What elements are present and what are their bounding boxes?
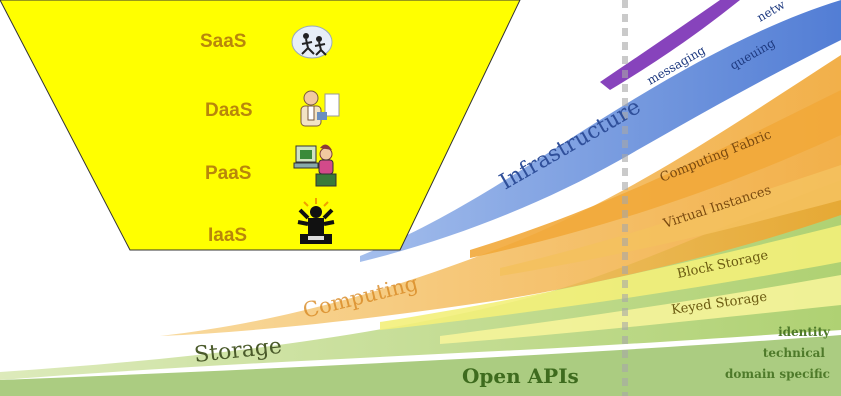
computing-band (160, 55, 841, 336)
iaas-label: IaaS (208, 225, 247, 246)
virtual-instances-band (500, 165, 841, 276)
apis-band (0, 335, 841, 396)
saas-label: SaaS (200, 31, 246, 52)
server-rack-icon (297, 198, 335, 244)
computing-fabric-band (470, 90, 841, 258)
technical-label: technical (763, 346, 826, 360)
people-running-icon (291, 25, 333, 59)
identity-label: identity (778, 325, 831, 339)
keyed-storage-band (440, 275, 841, 344)
service-trapezoid (0, 0, 521, 251)
computer-user-icon (293, 144, 337, 187)
storage-title: Storage (193, 334, 283, 368)
paas-label: PaaS (205, 163, 251, 184)
purple-band (600, 0, 740, 90)
block-storage-band (380, 225, 841, 330)
infrastructure-band (360, 0, 841, 262)
netw-label: netw (755, 0, 789, 25)
storage-band (0, 180, 841, 380)
daas-label: DaaS (205, 100, 253, 121)
domain-specific-label: domain specific (725, 367, 830, 381)
apis-title: Open APIs (462, 364, 579, 388)
office-worker-icon (300, 90, 340, 127)
